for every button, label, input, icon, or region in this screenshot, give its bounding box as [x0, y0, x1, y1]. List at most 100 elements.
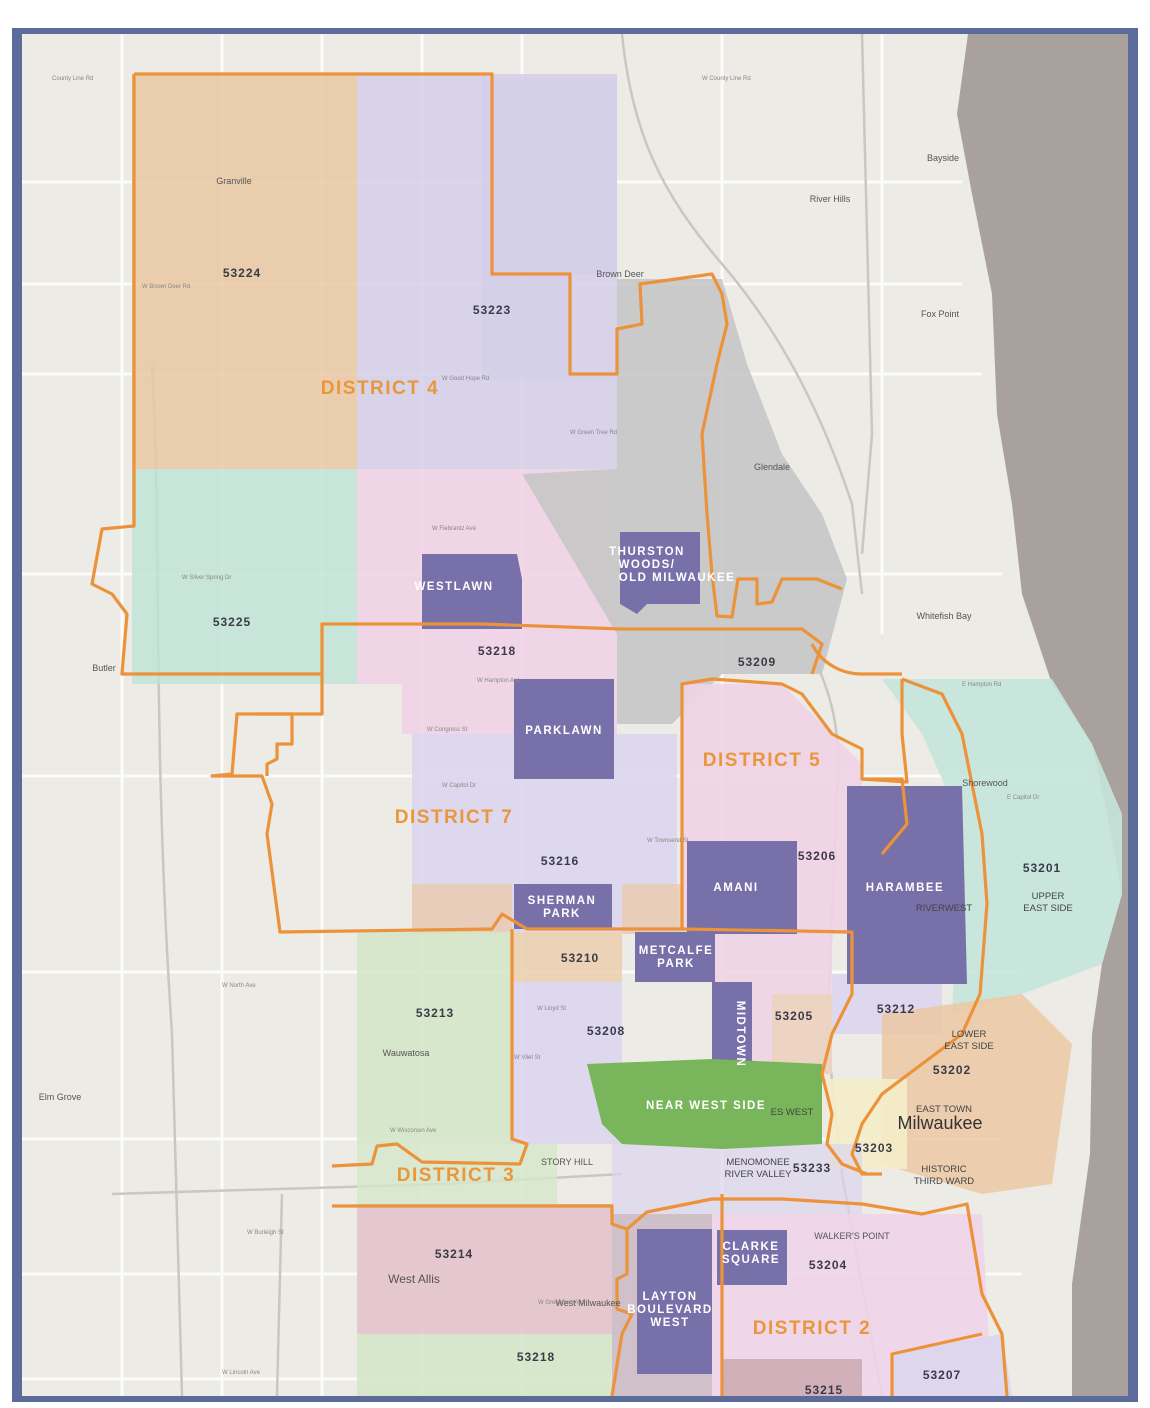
- area-label: EAST TOWN: [916, 1104, 972, 1115]
- hood-thurston-woods: [620, 532, 700, 614]
- zip-label: 53212: [877, 1002, 915, 1016]
- svg-text:THURSTON: THURSTON: [609, 546, 685, 558]
- hood-westlawn: [422, 554, 522, 629]
- street-label: W Lincoln Ave: [222, 1370, 261, 1376]
- place-label: Fox Point: [921, 309, 960, 319]
- place-label: Whitefish Bay: [916, 611, 972, 621]
- hood-label-metcalfe-park: METCALFE PARK: [639, 945, 714, 970]
- street-label: E Capitol Dr: [1007, 795, 1039, 801]
- area-label: RIVERWEST: [916, 903, 973, 914]
- zip-label: 53205: [775, 1009, 813, 1023]
- city-label: Milwaukee: [897, 1113, 982, 1133]
- hood-parklawn: [514, 679, 614, 779]
- svg-text:HISTORIC: HISTORIC: [921, 1164, 966, 1175]
- street-label: W County Line Rd: [702, 76, 751, 82]
- svg-text:RIVER VALLEY: RIVER VALLEY: [725, 1169, 793, 1180]
- district-label: DISTRICT 4: [321, 378, 439, 399]
- svg-text:SQUARE: SQUARE: [722, 1254, 780, 1266]
- hood-label-thurston-woods: THURSTON WOODS/ OLD MILWAUKEE: [609, 546, 736, 584]
- zone-53202: [882, 994, 1072, 1194]
- zip-label: 53225: [213, 615, 251, 629]
- place-label: WALKER'S POINT: [814, 1231, 890, 1241]
- street-label: W Congress St: [427, 727, 468, 733]
- svg-text:PARK: PARK: [657, 958, 695, 970]
- hood-label-harambee: HARAMBEE: [866, 882, 944, 894]
- svg-text:MENOMONEE: MENOMONEE: [726, 1157, 789, 1168]
- place-label: West Milwaukee: [555, 1298, 620, 1308]
- map-frame: DISTRICT 4 DISTRICT 7 DISTRICT 5 DISTRIC…: [12, 28, 1138, 1402]
- street-label: W Good Hope Rd: [442, 376, 489, 382]
- street-label: W Vliet St: [514, 1055, 541, 1061]
- street-label: W Townsend St: [647, 838, 689, 844]
- place-label: West Allis: [388, 1272, 440, 1286]
- street-label: W North Ave: [222, 983, 256, 989]
- place-label: Shorewood: [962, 778, 1008, 788]
- district-label: DISTRICT 2: [753, 1318, 871, 1339]
- hood-label-midtown: MIDTOWN: [734, 1001, 746, 1068]
- place-label: Butler: [92, 663, 116, 673]
- street-label: W Silver Spring Dr: [182, 575, 231, 581]
- svg-text:WOODS/: WOODS/: [619, 559, 676, 571]
- zone-53216: [412, 734, 677, 932]
- svg-text:EAST SIDE: EAST SIDE: [944, 1041, 993, 1052]
- map-canvas[interactable]: DISTRICT 4 DISTRICT 7 DISTRICT 5 DISTRIC…: [22, 34, 1128, 1396]
- zip-label: 53215: [805, 1383, 843, 1396]
- zone-53201: [882, 679, 1122, 1014]
- zone-53225: [132, 469, 357, 684]
- zip-label: 53201: [1023, 861, 1061, 875]
- hood-label-westlawn: WESTLAWN: [414, 581, 493, 593]
- street-label: W Greenfield Ave: [538, 1300, 585, 1306]
- hood-metcalfe-park: [635, 932, 715, 982]
- zip-label: 53204: [809, 1258, 847, 1272]
- svg-text:LAYTON: LAYTON: [642, 1291, 697, 1303]
- street-label: W Wisconsin Ave: [390, 1128, 437, 1134]
- place-label: Elm Grove: [39, 1092, 82, 1102]
- zone-53218-south: [357, 1334, 612, 1396]
- street-label: W Burleigh St: [247, 1230, 284, 1236]
- zip-label: 53214: [435, 1247, 473, 1261]
- svg-text:EAST SIDE: EAST SIDE: [1023, 903, 1072, 914]
- hood-harambee: [847, 786, 967, 984]
- zip-label: 53203: [855, 1141, 893, 1155]
- hood-near-west-side: [587, 1059, 822, 1149]
- place-label: Granville: [216, 176, 252, 186]
- zip-label: 53216: [541, 854, 579, 868]
- place-label: Wauwatosa: [383, 1048, 430, 1058]
- hood-sherman-park: [514, 884, 612, 929]
- zone-53207: [892, 1334, 1012, 1396]
- svg-text:UPPER: UPPER: [1032, 891, 1065, 902]
- district-boundaries: [90, 72, 1009, 1396]
- street-label: W Hampton Ave: [477, 678, 521, 684]
- zip-label: 53218: [517, 1350, 555, 1364]
- svg-text:WEST: WEST: [650, 1317, 689, 1329]
- zip-label: 53224: [223, 266, 261, 280]
- place-label: Brown Deer: [596, 269, 644, 279]
- hood-label-near-west-side: NEAR WEST SIDE: [646, 1100, 766, 1112]
- district-map: DISTRICT 4 DISTRICT 7 DISTRICT 5 DISTRIC…: [22, 34, 1128, 1396]
- street-label: E Hampton Rd: [962, 682, 1001, 688]
- place-label: Glendale: [754, 462, 790, 472]
- zip-label: 53207: [923, 1368, 961, 1382]
- area-label: ES WEST: [771, 1107, 814, 1118]
- zip-label: 53209: [738, 655, 776, 669]
- zone-53209: [617, 279, 847, 724]
- svg-text:PARK: PARK: [543, 908, 581, 920]
- zip-label: 53213: [416, 1006, 454, 1020]
- street-label: W Fiebrantz Ave: [432, 526, 477, 532]
- zip-label: 53206: [798, 849, 836, 863]
- zone-53233: [612, 1144, 862, 1219]
- street-label: W Capitol Dr: [442, 783, 476, 789]
- svg-text:BOULEVARD: BOULEVARD: [627, 1304, 712, 1316]
- hood-label-amani: AMANI: [713, 882, 758, 894]
- svg-text:LOWER: LOWER: [952, 1029, 987, 1040]
- place-label: Bayside: [927, 153, 959, 163]
- place-label: River Hills: [810, 194, 851, 204]
- zip-label: 53233: [793, 1161, 831, 1175]
- hood-layton-boulevard-west: [637, 1229, 712, 1374]
- svg-text:OLD MILWAUKEE: OLD MILWAUKEE: [619, 572, 736, 584]
- zip-label: 53208: [587, 1024, 625, 1038]
- svg-text:METCALFE: METCALFE: [639, 945, 714, 957]
- zip-label: 53202: [933, 1063, 971, 1077]
- street-label: W Green Tree Rd: [570, 430, 617, 436]
- district-label: DISTRICT 5: [703, 750, 821, 771]
